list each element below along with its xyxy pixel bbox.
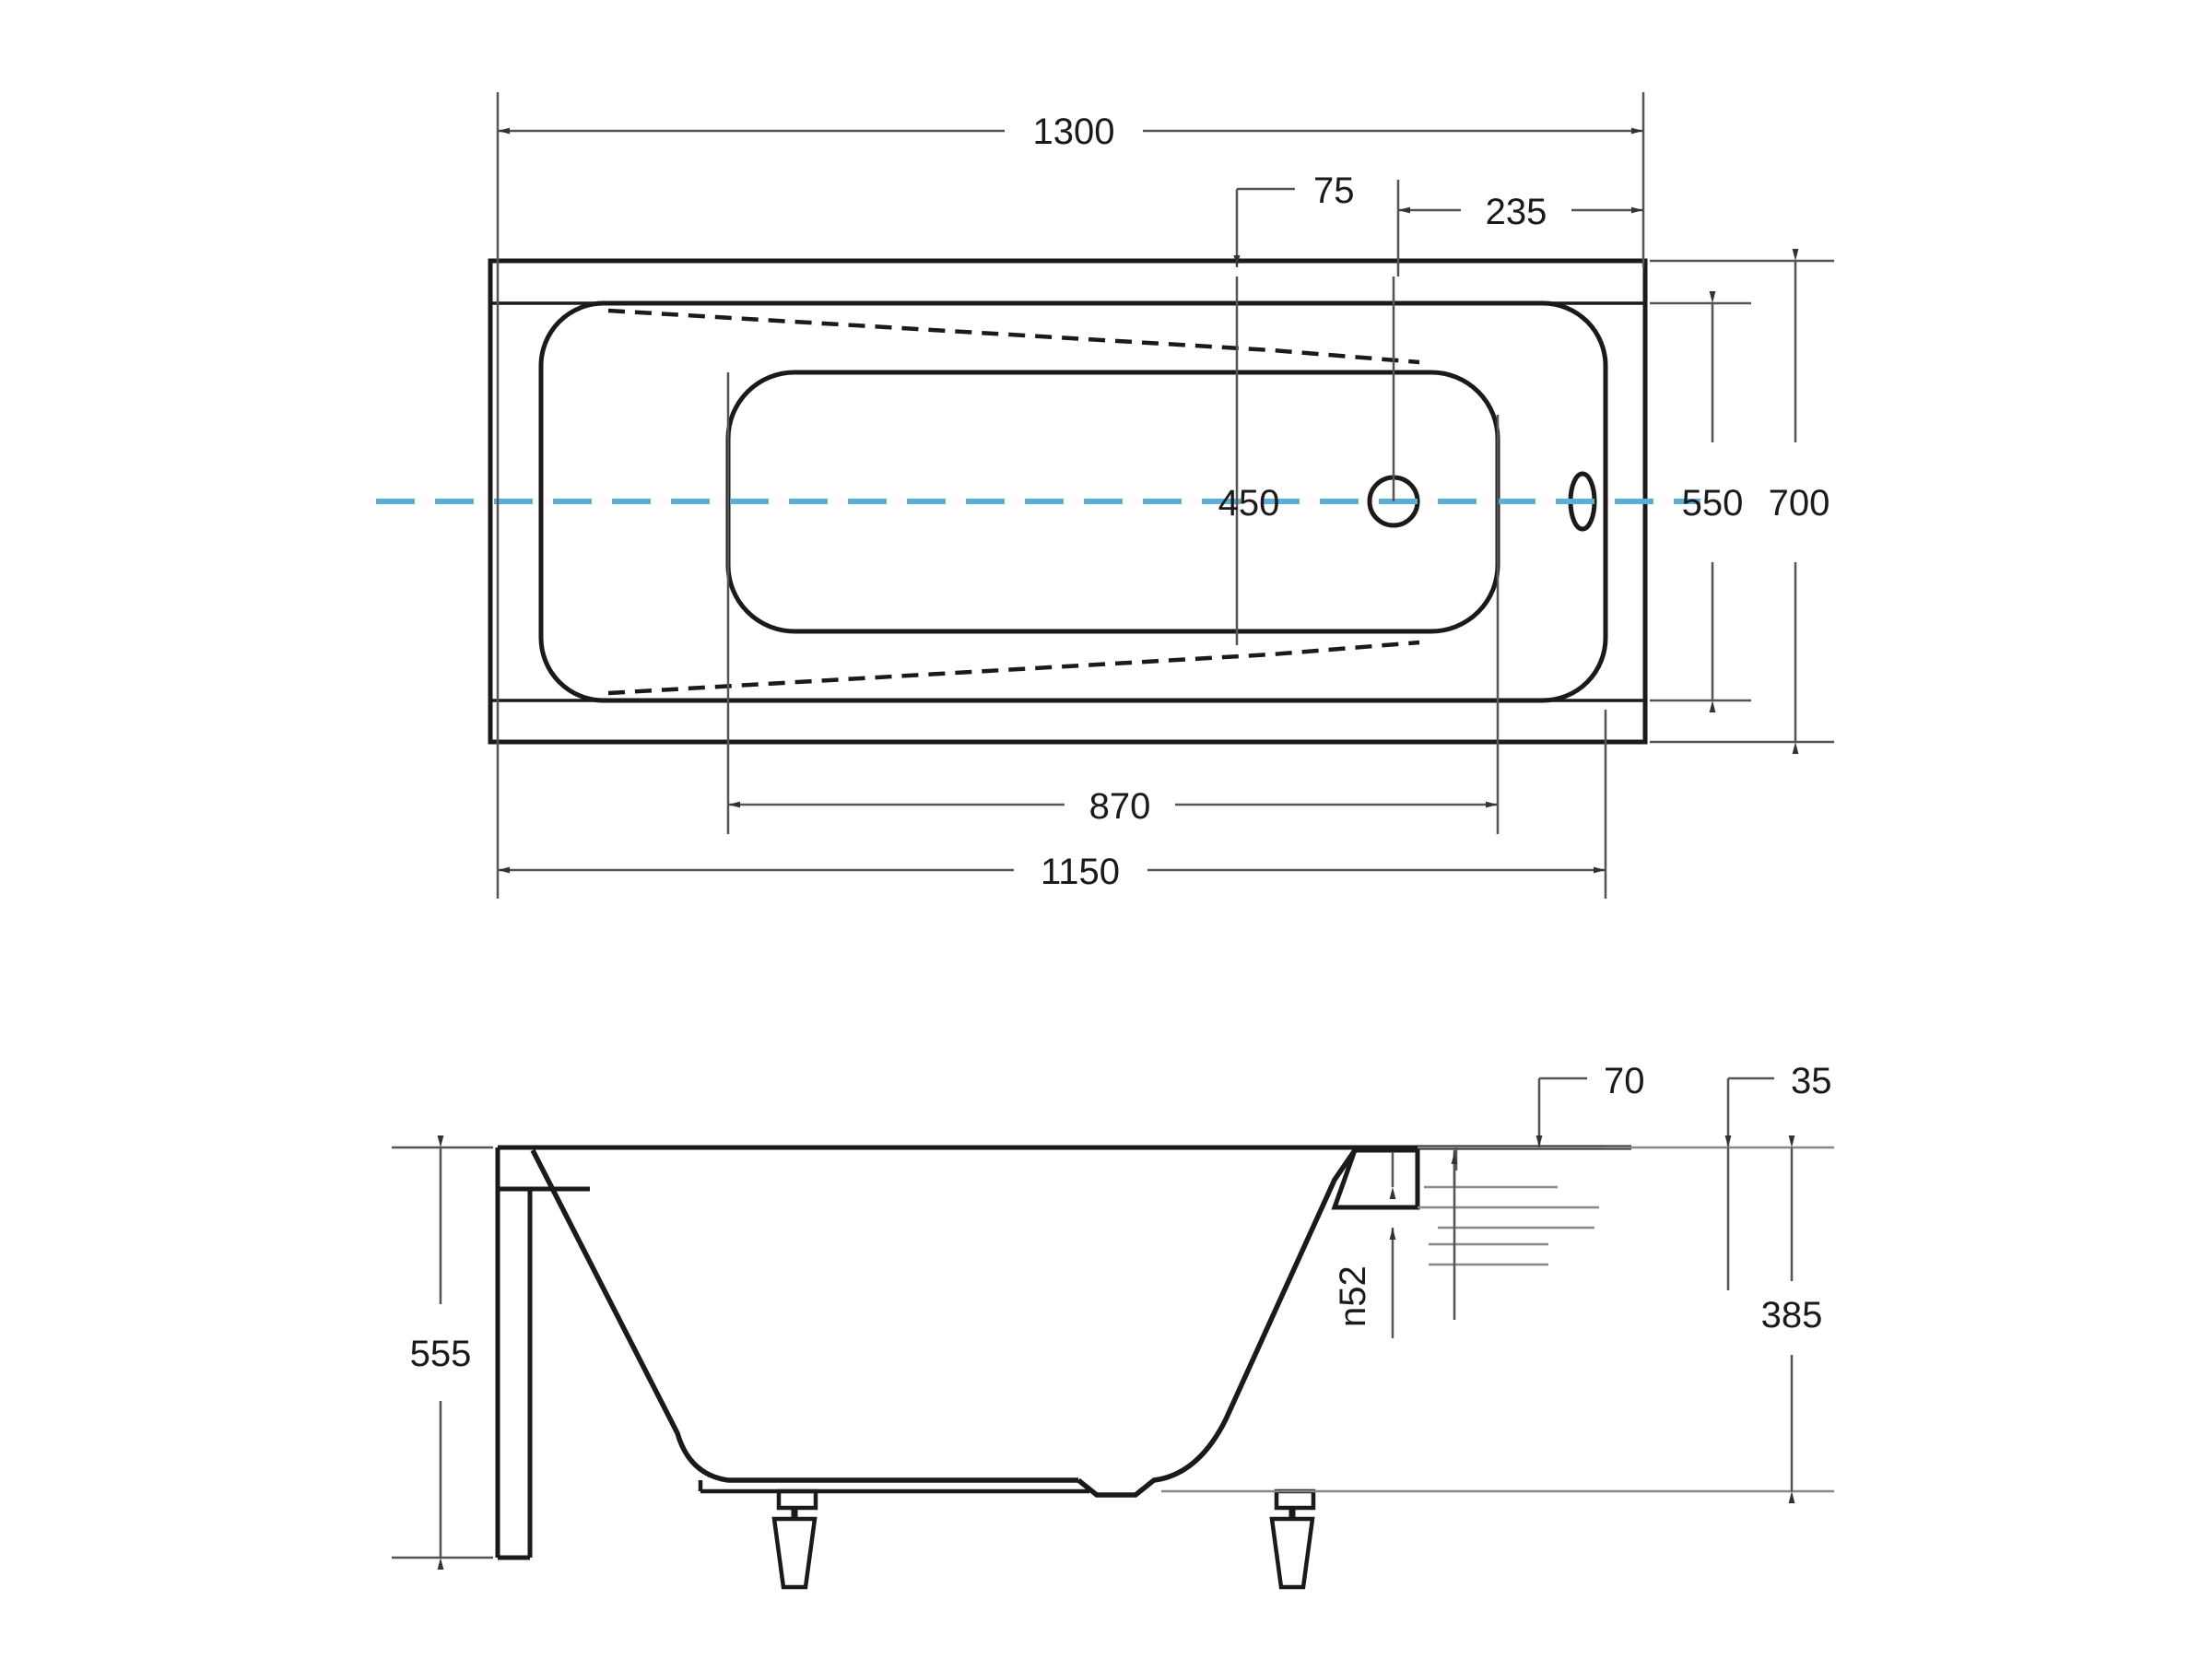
dim-label-35: 35: [1791, 1061, 1832, 1101]
dim-label-385: 385: [1761, 1295, 1823, 1335]
support-foot-left: [771, 1488, 818, 1590]
dim-label-1300: 1300: [1033, 112, 1115, 152]
side-elevation-group: 555 70 35 n52 385: [392, 1061, 1834, 1590]
dim-label-870: 870: [1089, 786, 1151, 827]
dim-label-550: 550: [1682, 483, 1744, 524]
support-foot-right: [1269, 1488, 1316, 1590]
basin-left-wall-profile: [530, 1148, 1078, 1483]
foot-body-right: [1269, 1516, 1315, 1590]
dim-label-235: 235: [1486, 192, 1547, 232]
dim-label-1150: 1150: [1041, 852, 1120, 892]
basin-right-wall-profile: [1077, 1148, 1358, 1498]
tub-inner-basin-outline: [538, 300, 1608, 703]
dim-label-75: 75: [1313, 171, 1355, 211]
dim-label-70: 70: [1604, 1061, 1645, 1101]
taper-hidden-line-top: [607, 308, 1420, 365]
taper-hidden-line-bottom: [607, 640, 1420, 696]
top-view-group: 1300 75 235 450 870 1150 550: [376, 92, 1834, 899]
dim-label-450: 450: [1218, 483, 1280, 524]
foot-body-left: [771, 1516, 818, 1590]
dim-label-n52: n52: [1333, 1265, 1373, 1327]
dim-label-700: 700: [1769, 483, 1830, 524]
dim-label-555: 555: [410, 1334, 472, 1374]
